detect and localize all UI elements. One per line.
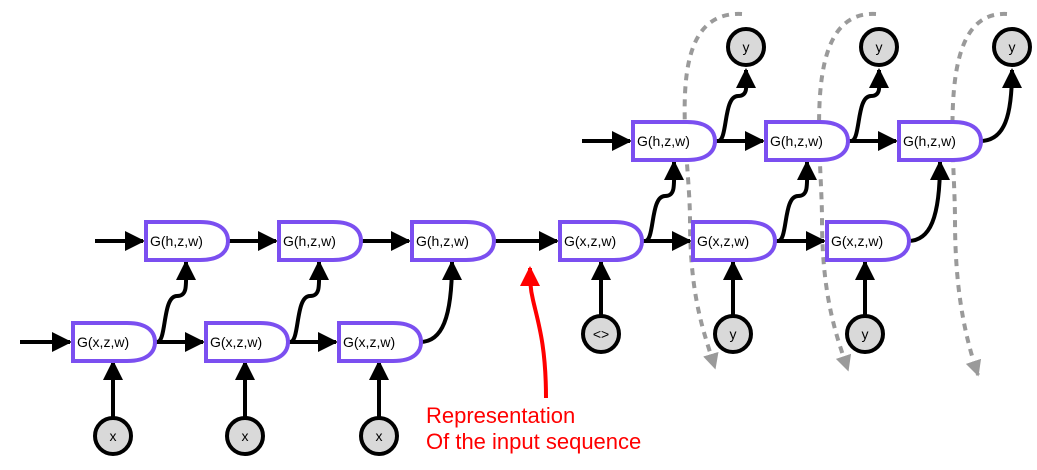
gate-dec-bottom-2: G(x,z,w) (691, 220, 778, 262)
gate-label: G(x,z,w) (831, 233, 883, 249)
arrow-dec-t2-out (850, 68, 890, 143)
gate-label: G(h,z,w) (283, 233, 336, 249)
feedback-loop-1 (682, 11, 743, 370)
arrow-dec-t1-out (717, 68, 757, 143)
node-label: <> (593, 326, 609, 342)
gate-enc-bottom-1: G(x,z,w) (71, 321, 158, 363)
decoder-input-node-2: y (845, 314, 885, 354)
gate-enc-bottom-3: G(x,z,w) (337, 321, 424, 363)
gate-label: G(h,z,w) (416, 233, 469, 249)
representation-arrow (520, 266, 548, 399)
node-label: x (110, 428, 117, 444)
gate-label: G(x,z,w) (697, 233, 749, 249)
feedback-loop-2 (817, 11, 877, 372)
gate-enc-top-2: G(h,z,w) (277, 220, 364, 262)
arrow-dec-b3-up (907, 160, 950, 243)
input-node-3: x (359, 416, 399, 456)
gate-label: G(x,z,w) (210, 334, 262, 350)
feedback-loops (682, 11, 1008, 377)
nodes: x x x <> y y y y (93, 27, 1032, 456)
gate-label: G(x,z,w) (564, 233, 616, 249)
node-label: y (743, 39, 750, 55)
gate-dec-bottom-1: G(x,z,w) (558, 220, 645, 262)
gates: G(x,z,w) G(x,z,w) G(x,z,w) G(h,z,w) G(h,… (71, 120, 984, 363)
node-label: y (730, 326, 737, 342)
start-token-node: <> (581, 314, 621, 354)
gate-enc-bottom-2: G(x,z,w) (204, 321, 291, 363)
arrow-enc-b2-up (289, 260, 330, 344)
gate-dec-bottom-3: G(x,z,w) (825, 220, 912, 262)
gate-dec-top-1: G(h,z,w) (631, 120, 718, 162)
arrows (20, 68, 1022, 418)
input-node-2: x (225, 416, 265, 456)
decoder-input-node-1: y (713, 314, 753, 354)
gate-label: G(x,z,w) (77, 334, 129, 350)
node-label: x (376, 428, 383, 444)
annotation-line-1: Representation (426, 403, 575, 428)
arrow-enc-b1-up (156, 260, 197, 344)
output-node-3: y (992, 27, 1032, 67)
node-label: y (876, 39, 883, 55)
output-node-1: y (726, 27, 766, 67)
feedback-loop-3 (950, 11, 1008, 377)
gate-enc-top-3: G(h,z,w) (410, 220, 497, 262)
representation-annotation: Representation Of the input sequence (426, 403, 641, 454)
arrow-dec-b2-up (777, 160, 818, 243)
arrow-dec-b1-up (644, 160, 685, 243)
gate-label: G(x,z,w) (343, 334, 395, 350)
arrow-enc-b3-up (419, 260, 462, 344)
gate-label: G(h,z,w) (150, 233, 203, 249)
annotation-line-2: Of the input sequence (426, 429, 641, 454)
node-label: x (242, 428, 249, 444)
gate-label: G(h,z,w) (903, 133, 956, 149)
output-node-2: y (859, 27, 899, 67)
input-node-1: x (93, 416, 133, 456)
gate-enc-top-1: G(h,z,w) (144, 220, 231, 262)
arrow-dec-t3-out (979, 68, 1022, 143)
gate-label: G(h,z,w) (637, 133, 690, 149)
gate-dec-top-2: G(h,z,w) (764, 120, 851, 162)
node-label: y (1009, 39, 1016, 55)
gate-label: G(h,z,w) (770, 133, 823, 149)
gate-dec-top-3: G(h,z,w) (897, 120, 984, 162)
node-label: y (862, 326, 869, 342)
